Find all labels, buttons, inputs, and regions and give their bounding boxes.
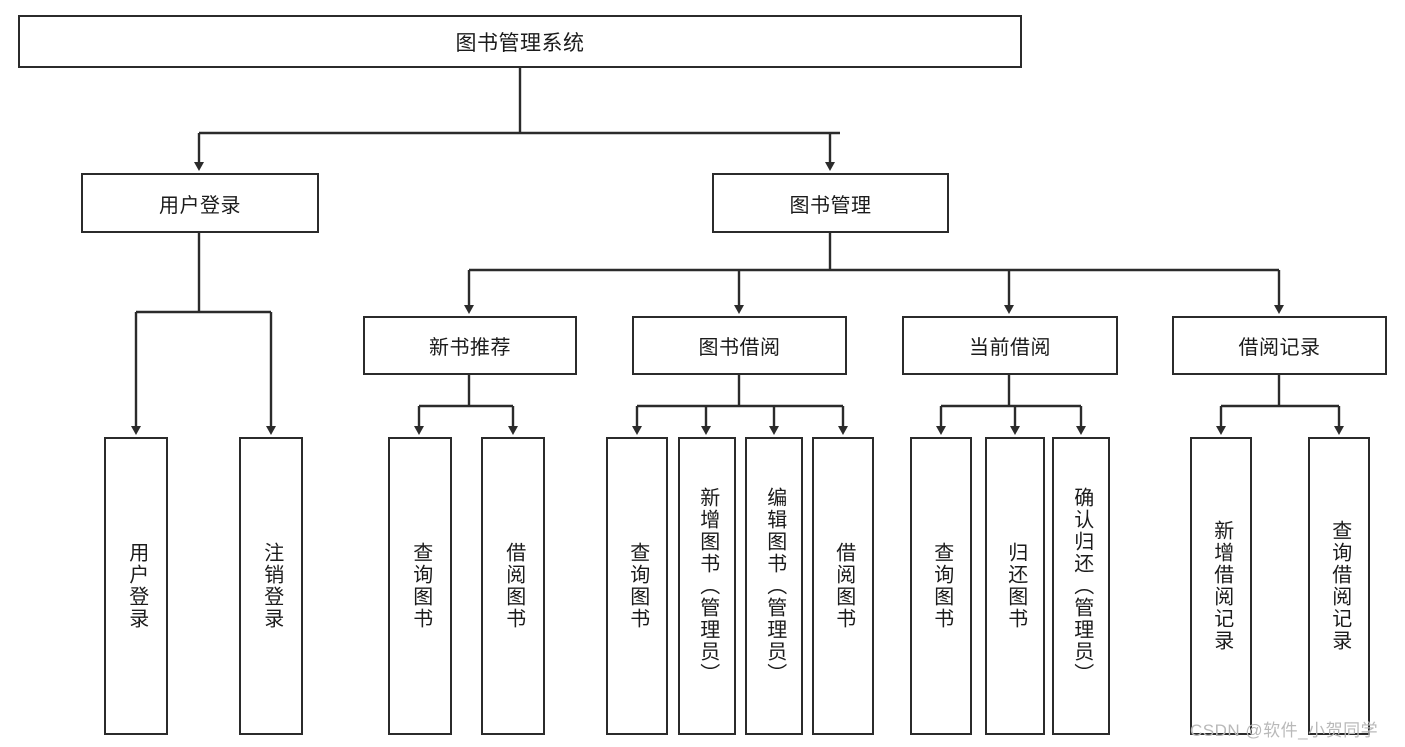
node-leaf-edit-book[interactable]: 编辑图书（管理员）	[745, 437, 803, 735]
node-user-login-label: 用户登录	[159, 194, 241, 217]
node-user-login[interactable]: 用户登录	[81, 173, 319, 233]
csdn-watermark: CSDN @软件_小贺同学	[1190, 721, 1379, 740]
node-leaf-user-logout[interactable]: 注销登录	[239, 437, 303, 735]
node-leaf-query-book-1-label: 查询图书	[409, 542, 432, 630]
node-leaf-borrow-book-1-label: 借阅图书	[502, 542, 525, 630]
node-leaf-edit-book-label: 编辑图书（管理员）	[763, 487, 786, 685]
node-new-book-rec[interactable]: 新书推荐	[363, 316, 577, 375]
node-leaf-return-book-label: 归还图书	[1004, 542, 1027, 630]
node-leaf-query-book-3-label: 查询图书	[930, 542, 953, 630]
node-leaf-user-logout-label: 注销登录	[260, 542, 283, 630]
node-root[interactable]: 图书管理系统	[18, 15, 1022, 68]
node-current-borrow[interactable]: 当前借阅	[902, 316, 1118, 375]
node-borrow-record[interactable]: 借阅记录	[1172, 316, 1387, 375]
node-leaf-add-record-label: 新增借阅记录	[1210, 520, 1233, 652]
node-leaf-add-book-label: 新增图书（管理员）	[696, 487, 719, 685]
node-leaf-add-record[interactable]: 新增借阅记录	[1190, 437, 1252, 735]
node-leaf-return-book[interactable]: 归还图书	[985, 437, 1045, 735]
node-leaf-query-book-3[interactable]: 查询图书	[910, 437, 972, 735]
node-leaf-borrow-book-1[interactable]: 借阅图书	[481, 437, 545, 735]
node-book-manage[interactable]: 图书管理	[712, 173, 949, 233]
node-borrow-record-label: 借阅记录	[1238, 337, 1321, 359]
node-book-manage-label: 图书管理	[789, 194, 872, 217]
node-leaf-confirm-return[interactable]: 确认归还（管理员）	[1052, 437, 1110, 735]
node-leaf-user-login[interactable]: 用户登录	[104, 437, 168, 735]
node-leaf-borrow-book-2-label: 借阅图书	[832, 542, 855, 630]
node-book-borrow[interactable]: 图书借阅	[632, 316, 847, 375]
node-new-book-rec-label: 新书推荐	[429, 337, 511, 359]
node-leaf-query-book-2[interactable]: 查询图书	[606, 437, 668, 735]
node-root-label: 图书管理系统	[455, 31, 585, 55]
node-leaf-confirm-return-label: 确认归还（管理员）	[1070, 487, 1093, 685]
node-leaf-query-record-label: 查询借阅记录	[1328, 520, 1351, 652]
node-leaf-add-book[interactable]: 新增图书（管理员）	[678, 437, 736, 735]
node-leaf-borrow-book-2[interactable]: 借阅图书	[812, 437, 874, 735]
node-current-borrow-label: 当前借阅	[969, 337, 1051, 359]
node-book-borrow-label: 图书借阅	[698, 337, 781, 359]
node-leaf-query-book-1[interactable]: 查询图书	[388, 437, 452, 735]
node-leaf-query-book-2-label: 查询图书	[626, 542, 649, 630]
node-leaf-user-login-label: 用户登录	[125, 542, 148, 630]
node-leaf-query-record[interactable]: 查询借阅记录	[1308, 437, 1370, 735]
